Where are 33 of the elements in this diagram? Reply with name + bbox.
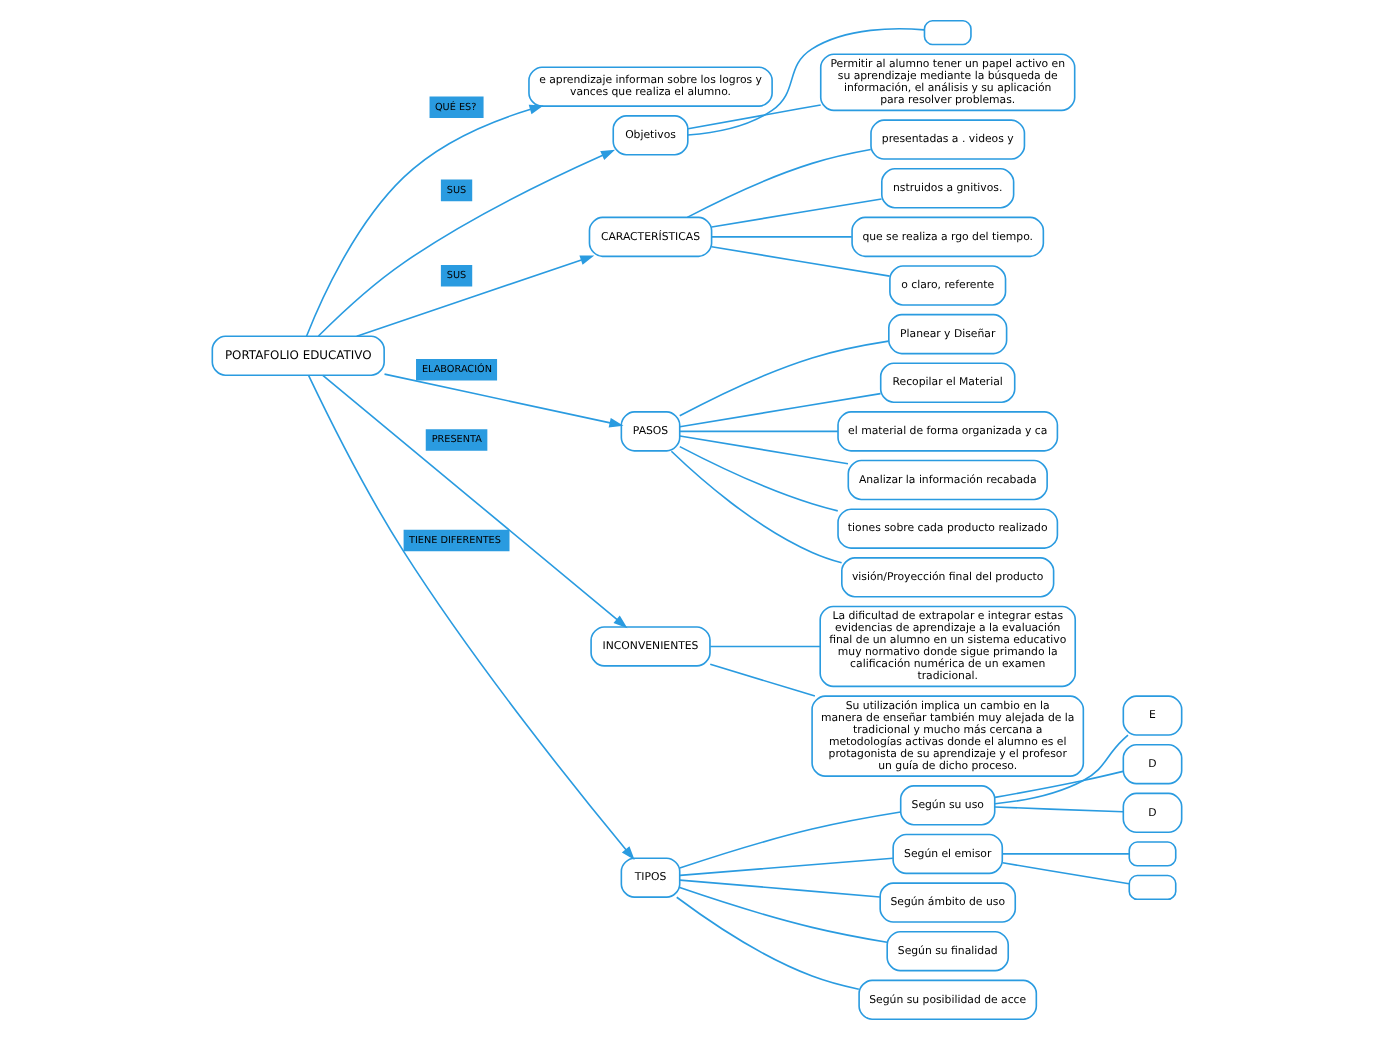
arrow xyxy=(305,104,544,338)
connector xyxy=(710,236,853,238)
connector xyxy=(679,857,894,877)
node-box xyxy=(1128,841,1177,867)
connector xyxy=(679,430,839,433)
connector xyxy=(678,811,902,869)
connector xyxy=(994,734,1129,805)
connector xyxy=(686,148,872,219)
connector xyxy=(710,198,883,228)
connector xyxy=(710,245,891,277)
connector xyxy=(679,445,839,512)
connector xyxy=(678,340,890,417)
connector xyxy=(679,879,881,898)
connector xyxy=(679,435,849,465)
connector xyxy=(675,896,860,990)
arrow xyxy=(322,374,628,629)
arrow xyxy=(355,255,595,338)
connector xyxy=(670,450,843,564)
connector xyxy=(679,392,882,428)
connector xyxy=(709,663,816,697)
node-box xyxy=(1128,874,1177,901)
connector xyxy=(994,770,1124,799)
connector xyxy=(687,27,926,136)
node-box xyxy=(923,19,972,46)
connector xyxy=(687,104,822,130)
connector xyxy=(993,806,1124,813)
connector xyxy=(1001,853,1130,855)
arrow xyxy=(317,149,616,337)
connector xyxy=(1001,862,1130,885)
arrow xyxy=(307,374,635,861)
connector xyxy=(709,645,821,648)
connector xyxy=(678,886,888,944)
arrow xyxy=(383,373,624,428)
